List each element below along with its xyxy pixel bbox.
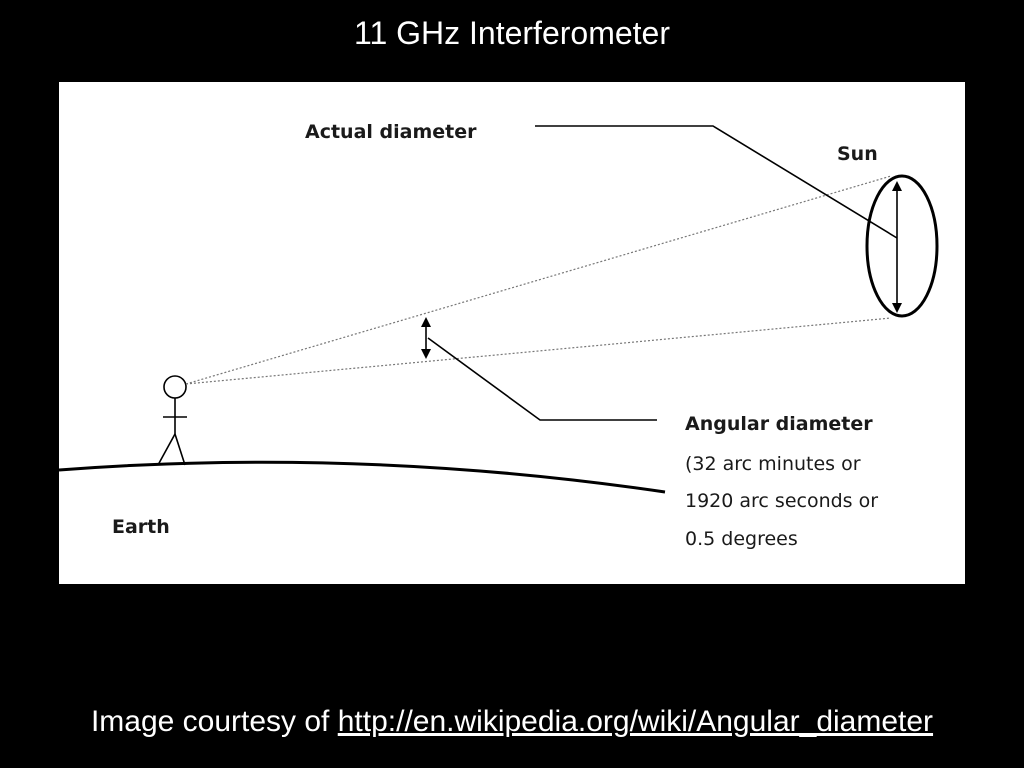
sight-line-bottom — [185, 317, 892, 385]
angular-diameter-label: Angular diameter — [685, 413, 873, 435]
angular-diameter-leader — [427, 337, 657, 421]
sun-icon — [865, 174, 939, 318]
angular-diameter-detail-1: (32 arc minutes or — [685, 453, 861, 475]
actual-diameter-leader — [535, 125, 898, 239]
angular-diameter-diagram — [59, 125, 939, 494]
angular-diameter-detail-2: 1920 arc seconds or — [685, 490, 879, 512]
angular-diameter-detail-3: 0.5 degrees — [685, 528, 798, 550]
observer-figure-icon — [157, 375, 187, 466]
diagram-panel: Actual diameter Sun Earth Angular diamet… — [59, 82, 965, 584]
source-link[interactable]: http://en.wikipedia.org/wiki/Angular_dia… — [337, 705, 934, 738]
sun-label: Sun — [837, 143, 878, 165]
slide-title: 11 GHz Interferometer — [354, 15, 670, 51]
earth-surface — [59, 460, 666, 494]
earth-label: Earth — [112, 516, 170, 538]
sight-line-top — [185, 175, 892, 385]
actual-diameter-label: Actual diameter — [305, 121, 477, 143]
caption-prefix: Image courtesy of — [90, 705, 338, 738]
image-credit-caption: Image courtesy of http://en.wikipedia.or… — [0, 702, 1024, 742]
